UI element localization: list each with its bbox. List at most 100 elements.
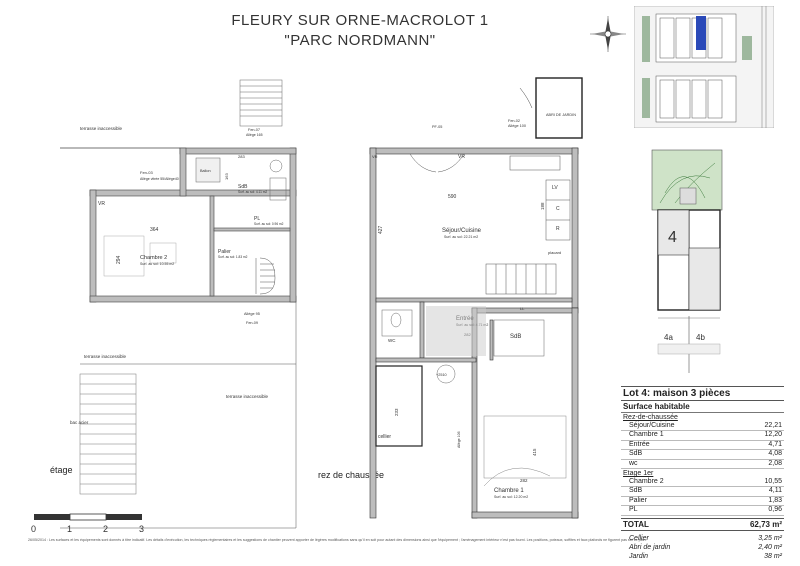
table-row: Chambre 1 12,20 [621, 431, 784, 441]
dim-2510-label: +2510 [436, 373, 447, 377]
row-label: Chambre 1 [629, 431, 664, 439]
lot-title: Lot 4: maison 3 pièces [621, 386, 784, 401]
row-label: Abri de jardin [629, 543, 671, 551]
row-label: Jardin [629, 552, 649, 560]
row-label: Palier [629, 496, 647, 504]
row-value: 2,40 m² [758, 543, 782, 551]
sdb-upper-label: SdB [238, 184, 248, 190]
cellier-label: cellier [378, 434, 391, 440]
allege-fen03-label: Allège vitrée 55/Allège40 [140, 177, 179, 181]
rdc-title: Rez-de-chaussée [623, 414, 678, 421]
scale-tick-0: 0 [31, 524, 36, 534]
chambre1-label: Chambre 1 [494, 488, 524, 494]
table-row: Entrée 4,71 [621, 440, 784, 451]
vr-ground-label: VR [372, 154, 378, 159]
lot-location-plan: 4 4a 4b [651, 149, 723, 373]
dim-163-label: 163 [224, 173, 229, 180]
row-value: 10,55 [764, 478, 782, 486]
dim-427-label: 427 [378, 225, 384, 234]
row-label: SdB [629, 450, 643, 458]
ll-label: LL [520, 306, 525, 311]
etage-label: étage [50, 465, 73, 475]
lot-4a-label: 4a [664, 333, 673, 342]
sejour-area-label: Surf. au sol: 22.21 m2 [444, 235, 478, 239]
upper-floor-plan: terrasse inaccessible Fen-03 Allège vitr… [60, 79, 297, 529]
c-label: C [556, 206, 560, 212]
lv-label: LV [552, 185, 558, 191]
palier-label: Palier [218, 249, 231, 255]
terrasse-right-label: terrasse inaccessible [226, 394, 269, 399]
terrasse-bottom-label: terrasse inaccessible [84, 354, 127, 359]
sdb-upper-area-label: Surf. au sol: 4.11 m2 [238, 190, 267, 194]
pl-label: PL [254, 216, 260, 222]
fen07-label: Fen-07 [248, 128, 260, 132]
row-label: SdB [629, 487, 643, 495]
dim-282b-label: 282 [520, 478, 528, 483]
allege-106-label: Allège 106 [457, 431, 461, 448]
dim-415-label: 415 [532, 448, 537, 456]
terrasse-top-label: terrasse inaccessible [80, 126, 123, 131]
dim-233-label: 233 [394, 408, 399, 416]
table-row: Palier 1,83 [621, 496, 784, 507]
lot-number-label: 4 [668, 229, 677, 246]
scale-tick-1: 1 [67, 524, 72, 534]
row-value: 1,83 [768, 496, 782, 504]
page-title: FLEURY SUR ORNE-MACROLOT 1 "PARC NORDMAN… [160, 12, 560, 49]
abri-label: ABRI DE JARDIN [546, 113, 576, 117]
dim-294-label: 294 [116, 255, 122, 264]
wc-label: WC [388, 338, 396, 343]
footnote: 26/05/2014 : Les surfaces et les équipem… [28, 538, 647, 542]
chambre1-area-label: Surf. au sol: 12.20 m2 [494, 495, 528, 499]
fen09-label: Fen-09 [246, 321, 258, 325]
compass-icon [590, 16, 626, 52]
row-value: 4,71 [768, 440, 782, 448]
dim-364-label: 364 [150, 227, 159, 233]
title-line-1: FLEURY SUR ORNE-MACROLOT 1 [231, 12, 489, 29]
dim-283-label: 283 [238, 154, 245, 159]
row-label: Chambre 2 [629, 478, 664, 486]
row-value: 0,96 [768, 506, 782, 514]
ballon-label: Ballon [200, 169, 211, 173]
site-plan-thumbnail [634, 6, 774, 128]
table-row: Chambre 2 10,55 [621, 478, 784, 488]
table-row: Abri de jardin 2,40 m² [621, 543, 784, 552]
surface-title: Surface habitable [621, 401, 784, 413]
r-label: R [556, 226, 560, 232]
scale-tick-2: 2 [103, 524, 108, 534]
title-line-2: "PARC NORDMANN" [284, 32, 436, 49]
allege-165-label: Allège 165 [246, 133, 263, 137]
row-value: 4,11 [768, 487, 782, 495]
surface-table: Lot 4: maison 3 pièces Surface habitable… [621, 386, 784, 561]
chambre2-label: Chambre 2 [140, 255, 167, 261]
row-value: 22,21 [764, 422, 782, 429]
lot-4b-label: 4b [696, 333, 705, 342]
pf05-label: PF-05 [432, 125, 442, 129]
vr-ground-label-2: VR [458, 154, 465, 160]
fen02-label: Fen-02 [508, 119, 520, 123]
row-label: Entrée [629, 440, 650, 448]
bac-acier-label: bac acier [70, 420, 89, 425]
table-row: SdB 4,11 [621, 487, 784, 497]
scale-tick-3: 3 [139, 524, 144, 534]
fen03-label: Fen-03 [140, 170, 153, 175]
total-value: 62,73 m² [749, 519, 782, 529]
row-label: PL [629, 506, 638, 514]
etage-title: Etage 1er [623, 470, 654, 478]
row-label: Séjour/Cuisine [629, 422, 675, 429]
pl-area-label: Surf. au sol: 0.96 m2 [254, 222, 284, 226]
placard-label: placard [548, 250, 561, 255]
row-value: 12,20 [764, 431, 782, 439]
rez-label: rez de chaussée [318, 470, 385, 480]
allege-100-label: Allège 100 [508, 124, 526, 128]
palier-area-label: Surf. au sol: 1.83 m2 [218, 255, 248, 259]
total-label: TOTAL [623, 519, 649, 529]
row-label: wc [629, 459, 638, 467]
vr-upper-label: VR [98, 201, 105, 207]
sejour-label: Séjour/Cuisine [442, 228, 482, 234]
row-label: Cellier [629, 534, 649, 542]
table-row: Séjour/Cuisine 22,21 [621, 422, 784, 432]
